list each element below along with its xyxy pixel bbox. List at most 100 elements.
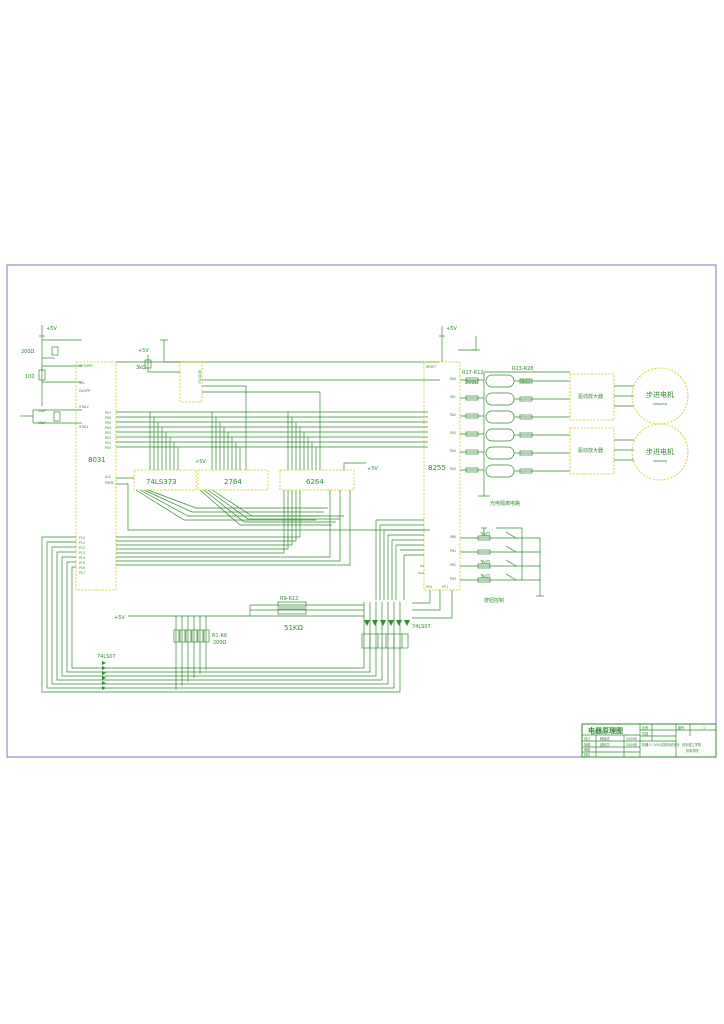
latch-label: 74LS373 xyxy=(146,478,177,486)
cpu-pin-label: XTAL2 xyxy=(79,405,89,409)
title-block-cell: 比例 xyxy=(642,725,648,730)
resistor-label-r23-r28: R23-R28 xyxy=(512,366,533,372)
resistor-network-r9-r12: +5V R9-R12 51KΩ xyxy=(114,596,364,632)
cpu-pin-label: P05 xyxy=(105,421,111,425)
ppi-pin-label: PB2 xyxy=(450,563,456,567)
amp2-label: 驱动放大器 xyxy=(578,447,603,454)
title-block-cell: 1 xyxy=(703,726,705,730)
title-block-cell: 西安理工学院 xyxy=(682,742,702,747)
motor1-sublabel: stepping xyxy=(653,402,667,406)
ppi-pin-label: PA3 xyxy=(450,431,456,435)
title-block: 电器原理图 比例 图号 1 件数 设计 杨锦成 2009年 制图 邵柏亮 200… xyxy=(581,723,717,758)
ppi-pin-label: PA0 xyxy=(450,377,456,381)
motor1-label: 步进电机 xyxy=(646,390,674,399)
resistor-label-r1-r8-value: 200Ω xyxy=(213,640,227,646)
cpu-pin-label: P02 xyxy=(105,436,111,440)
cpu-p1-pins: P10 P11 P12 P13 P14 P15 P16 P17 xyxy=(79,536,85,575)
cpu-p1-wires xyxy=(41,536,401,693)
ppi-pin-label: PB0 xyxy=(450,535,456,539)
title-block-cell: 审核 xyxy=(584,747,591,752)
decoder-74ls138: 74LS138 +5V 3kΩ xyxy=(136,339,440,470)
button-control-section: 3kΩ 3kΩ 3kΩ 按钮控制 xyxy=(460,527,544,604)
resistor-label-3k0-top: 3kΩ xyxy=(136,365,146,371)
cpu-8031: 8031 RST/VPD Vcc EA/VPP XTAL2 XTAL1 xyxy=(75,361,117,591)
title-block-title: 电器原理图 xyxy=(588,726,623,735)
ppi-label: 8255 xyxy=(428,464,446,472)
driver-right-label: 74LS07 xyxy=(412,624,431,630)
svg-text:30pF: 30pF xyxy=(38,421,46,425)
title-block-cell: 件数 xyxy=(642,731,649,736)
cpu-pin-label: P11 xyxy=(79,541,85,545)
cpu-pin-label: EA/VPP xyxy=(79,389,90,393)
ppi-pin-label: PA2 xyxy=(450,413,456,417)
resistor-label-3k0-c1: 3kΩ xyxy=(480,532,490,538)
ppi-left-pins xyxy=(375,519,453,619)
title-block-cell: 机电学院 xyxy=(686,748,700,753)
title-block-cell: 设计 xyxy=(584,736,591,741)
resistor-label-100: 100 xyxy=(25,374,35,380)
amp1-label: 驱动放大器 xyxy=(578,393,603,400)
resistor-label-r17-r12: R17-R12 xyxy=(462,370,483,376)
cpu-pin-label: Vcc xyxy=(79,381,85,385)
motor2-label: 步进电机 xyxy=(646,447,674,456)
ppi-pin-label: PC1 xyxy=(442,585,448,589)
opto-caption: 光电隔离电路 xyxy=(490,500,520,507)
title-block-cell: 杨锦成 xyxy=(600,736,610,741)
title-block-cell: 2009年 xyxy=(626,736,638,741)
resistor-label-3k0-c2: 3kΩ xyxy=(480,560,490,566)
power-label: +5V xyxy=(114,615,125,621)
cpu-pin-label: P01 xyxy=(105,441,111,445)
cpu-label: 8031 xyxy=(88,456,106,464)
driver-left-label: 74LS07 xyxy=(97,654,116,660)
cpu-pin-label: P16 xyxy=(79,566,85,570)
power-label: +5V xyxy=(367,466,378,472)
title-block-cell: 2009年 xyxy=(626,742,638,747)
cpu-pin-label: P04 xyxy=(105,426,111,430)
power-label: +5V xyxy=(195,459,206,465)
title-block-cell: 邵柏亮 xyxy=(600,742,610,747)
power-crystal-section: +5V 200Ω 100 30pF 30pF xyxy=(20,325,82,425)
power-label: +5V xyxy=(446,326,457,332)
eprom-label: 2764 xyxy=(224,478,242,486)
title-block-cell: 制图 xyxy=(584,742,590,747)
cpu-pin-label: ALE xyxy=(105,475,111,479)
cpu-pin-label: P15 xyxy=(79,561,85,565)
cpu-pin-label: P03 xyxy=(105,431,111,435)
decoder-label: 74LS138 xyxy=(198,370,202,384)
driver-amplifier-1: 驱动放大器 xyxy=(569,373,615,421)
resistor-label-r1-r8: R1-R8 xyxy=(212,633,227,639)
cpu-pin-label: XTAL1 xyxy=(79,425,89,429)
cpu-pin-label: P14 xyxy=(79,556,85,560)
cpu-pin-label: P12 xyxy=(79,546,85,550)
cpu-pin-label: PSEN xyxy=(105,481,114,485)
ppi-pin-label: PB3 xyxy=(450,577,456,581)
ram-label: 6264 xyxy=(306,478,324,486)
ppi-8255: 8255 +5V RESET PA0 PA1 PA2 PA3 PA4 PA5 P… xyxy=(423,326,480,591)
ram-6264: 6264 +5V xyxy=(279,462,378,491)
resistor-label-r9-r12: R9-R12 xyxy=(280,596,298,602)
title-block-cell: 材料 xyxy=(584,752,591,757)
cpu-pin-label: RST/VPD xyxy=(79,364,93,368)
motor2-sublabel: stepping xyxy=(653,459,667,463)
svg-text:30pF: 30pF xyxy=(38,409,46,413)
button-control-caption: 按钮控制 xyxy=(484,597,504,604)
ppi-pin-label: PA1 xyxy=(450,395,456,399)
latch-74ls373: 74LS373 xyxy=(133,469,197,491)
ppi-pin-label: PA4 xyxy=(450,449,456,453)
cpu-p0-pins: P07 P06 P05 P04 P03 P02 P01 P00 ALE PSEN xyxy=(105,411,114,485)
control-lines xyxy=(116,361,440,531)
resistor-label-200b: 200Ω xyxy=(465,380,479,386)
cpu-pin-label: P00 xyxy=(105,446,111,450)
driver-74ls07-right: 74LS07 xyxy=(361,620,431,649)
title-block-cell: 机器人/ 50%控制系统设计 xyxy=(642,742,681,747)
driver-amplifier-2: 驱动放大器 xyxy=(569,427,615,475)
stepper-motor-2: 步进电机 stepping xyxy=(631,423,689,481)
optocoupler-section: R17-R12 200Ω R23-R28 3kΩ 光电隔离电路 xyxy=(460,366,570,507)
cpu-pin-label: P06 xyxy=(105,416,111,420)
ppi-pin-label: PB1 xyxy=(450,549,456,553)
driver-74ls07-left: 74LS07 xyxy=(97,654,116,690)
power-label: +5V xyxy=(46,326,57,332)
resistor-label-3k0b: 3kΩ xyxy=(520,379,530,385)
cpu-pin-label: P07 xyxy=(105,411,111,415)
